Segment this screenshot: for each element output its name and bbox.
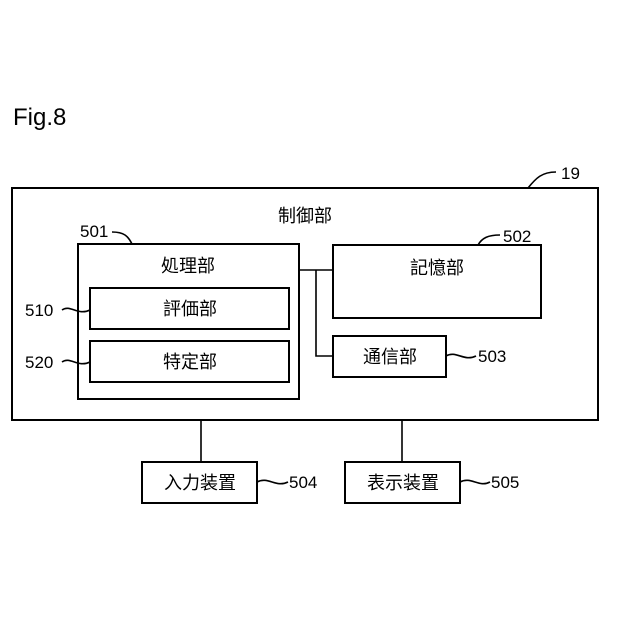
evaluation-unit-ref: 510: [25, 301, 53, 320]
control-unit-ref: 19: [561, 164, 580, 183]
evaluation-unit-label: 評価部: [163, 299, 217, 320]
input-device-label: 入力装置: [164, 473, 236, 494]
control-unit-leader: [528, 172, 556, 188]
storage-unit-label: 記憶部: [410, 258, 464, 279]
input-device-leader: [257, 480, 288, 483]
processing-unit-label: 処理部: [161, 256, 215, 277]
input-device-ref: 504: [289, 473, 317, 492]
processing-unit-ref: 501: [80, 222, 108, 241]
display-device-leader: [460, 480, 490, 483]
storage-unit-ref: 502: [503, 227, 531, 246]
communication-unit-label: 通信部: [363, 347, 417, 368]
control-unit-label: 制御部: [278, 206, 332, 227]
display-device-label: 表示装置: [367, 473, 439, 494]
storage-unit-box: [333, 245, 541, 318]
figure-label: Fig.8: [13, 104, 66, 131]
display-device-ref: 505: [491, 473, 519, 492]
communication-unit-ref: 503: [478, 347, 506, 366]
identification-unit-label: 特定部: [163, 352, 217, 373]
identification-unit-ref: 520: [25, 353, 53, 372]
